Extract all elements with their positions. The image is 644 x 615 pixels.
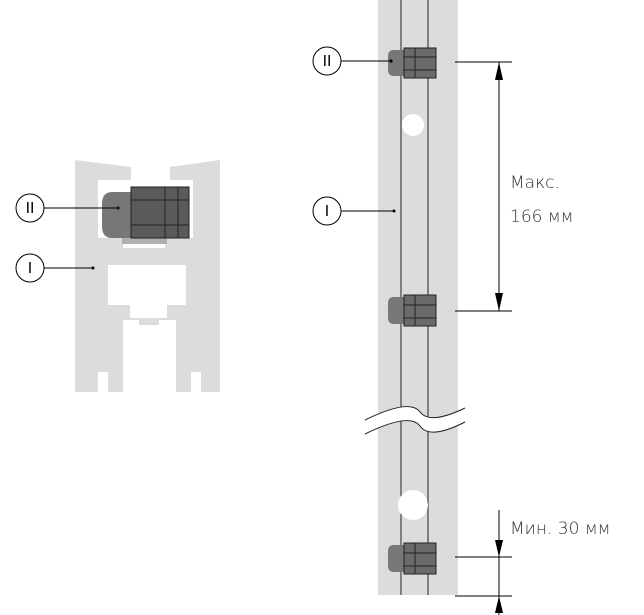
- break-symbol: [364, 406, 466, 435]
- callout-part-one-detail: I: [15, 253, 95, 283]
- rail-hole: [402, 114, 424, 136]
- detail-view: II I: [15, 160, 220, 392]
- svg-text:I: I: [325, 202, 329, 220]
- callout-part-one-rail: I: [312, 196, 396, 226]
- min-label: Мин. 30 мм: [510, 519, 610, 539]
- rail-clip-bottom: [388, 542, 437, 575]
- max-label-line1: Макс.: [510, 173, 560, 193]
- detail-clip: [102, 186, 190, 244]
- detail-opening: [108, 265, 186, 318]
- callout-part-two-rail: II: [312, 46, 390, 76]
- rail-view: II I Макс. 166 мм Мин. 30 мм: [312, 0, 610, 615]
- callout-part-two-detail: II: [15, 193, 117, 223]
- svg-text:II: II: [26, 199, 35, 217]
- max-dimension: [455, 61, 512, 312]
- svg-text:I: I: [28, 259, 32, 277]
- rail-clip-top: [388, 47, 437, 79]
- svg-text:II: II: [323, 52, 332, 70]
- rail-clip-middle: [388, 294, 437, 327]
- rail-hole: [398, 490, 428, 520]
- max-label-line2: 166 мм: [510, 207, 574, 227]
- min-dimension: [455, 510, 512, 615]
